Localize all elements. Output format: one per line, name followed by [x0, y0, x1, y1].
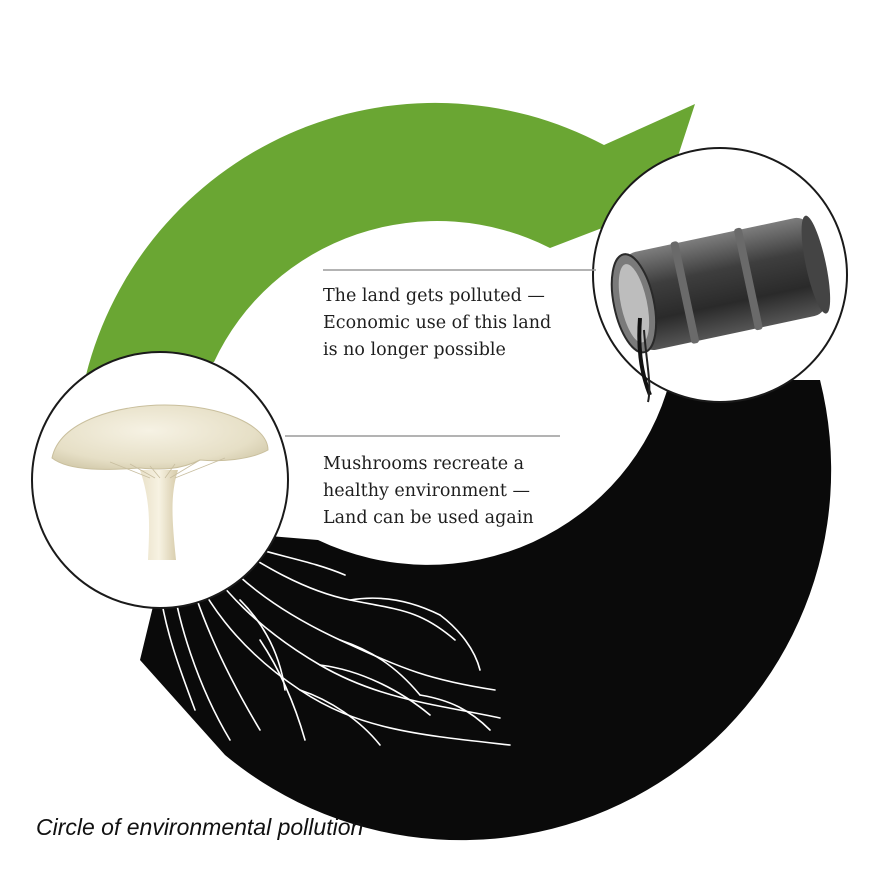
pollution-text-line: The land gets polluted — [323, 286, 545, 306]
pollution-text-line: is no longer possible [323, 340, 506, 360]
remediation-text-line: Mushrooms recreate a [323, 454, 525, 474]
mushroom-icon [31, 351, 289, 609]
pollution-text-line: Economic use of this land [323, 313, 552, 333]
green-cycle-arrow [86, 102, 695, 375]
remediation-text-line: Land can be used again [323, 508, 534, 528]
black-cycle-arrow [140, 380, 832, 841]
remediation-text: Mushrooms recreate a healthy environment… [323, 451, 534, 532]
pollution-text: The land gets polluted — Economic use of… [323, 283, 551, 364]
figure-caption: Circle of environmental pollution [36, 814, 364, 840]
oil-barrel-icon [592, 147, 848, 403]
remediation-text-line: healthy environment — [323, 481, 531, 501]
